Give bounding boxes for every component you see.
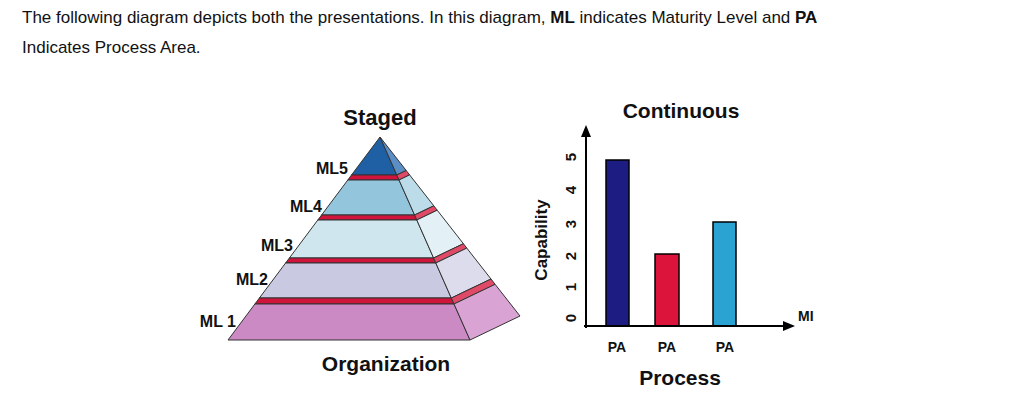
staged-pyramid [228, 137, 520, 340]
bar-label: PA [658, 339, 676, 355]
heading: Staged [343, 105, 416, 130]
bar-label: PA [716, 339, 734, 355]
maturity-level: ML 1 [200, 313, 236, 331]
capability-chart [581, 125, 795, 331]
caption-label: Organization [322, 352, 450, 376]
axis-title: Process [639, 366, 721, 390]
axis-tick: 3 [562, 220, 579, 228]
intro-text: Indicates Process Area. [22, 38, 201, 58]
maturity-level: ML5 [316, 160, 348, 178]
axis-title: Capability [532, 199, 552, 280]
axis-tick: 0 [562, 314, 579, 322]
keyword: ML [550, 7, 575, 29]
axis-tick: 2 [562, 252, 579, 260]
keyword: PA [795, 7, 817, 29]
axis-tick: 5 [562, 153, 579, 161]
maturity-level: ML4 [290, 198, 322, 216]
maturity-level: ML3 [261, 237, 293, 255]
intro-text: indicates Maturity Level and [580, 7, 791, 29]
axis-label: MI [798, 308, 814, 324]
intro-text: The following diagram depicts both the p… [22, 7, 822, 29]
intro-text: The following diagram depicts both the p… [22, 7, 546, 29]
axis-tick: 1 [562, 283, 579, 291]
axis-tick: 4 [562, 186, 579, 194]
bar-label: PA [608, 339, 626, 355]
heading: Continuous [623, 99, 740, 123]
maturity-level: ML2 [236, 271, 268, 289]
